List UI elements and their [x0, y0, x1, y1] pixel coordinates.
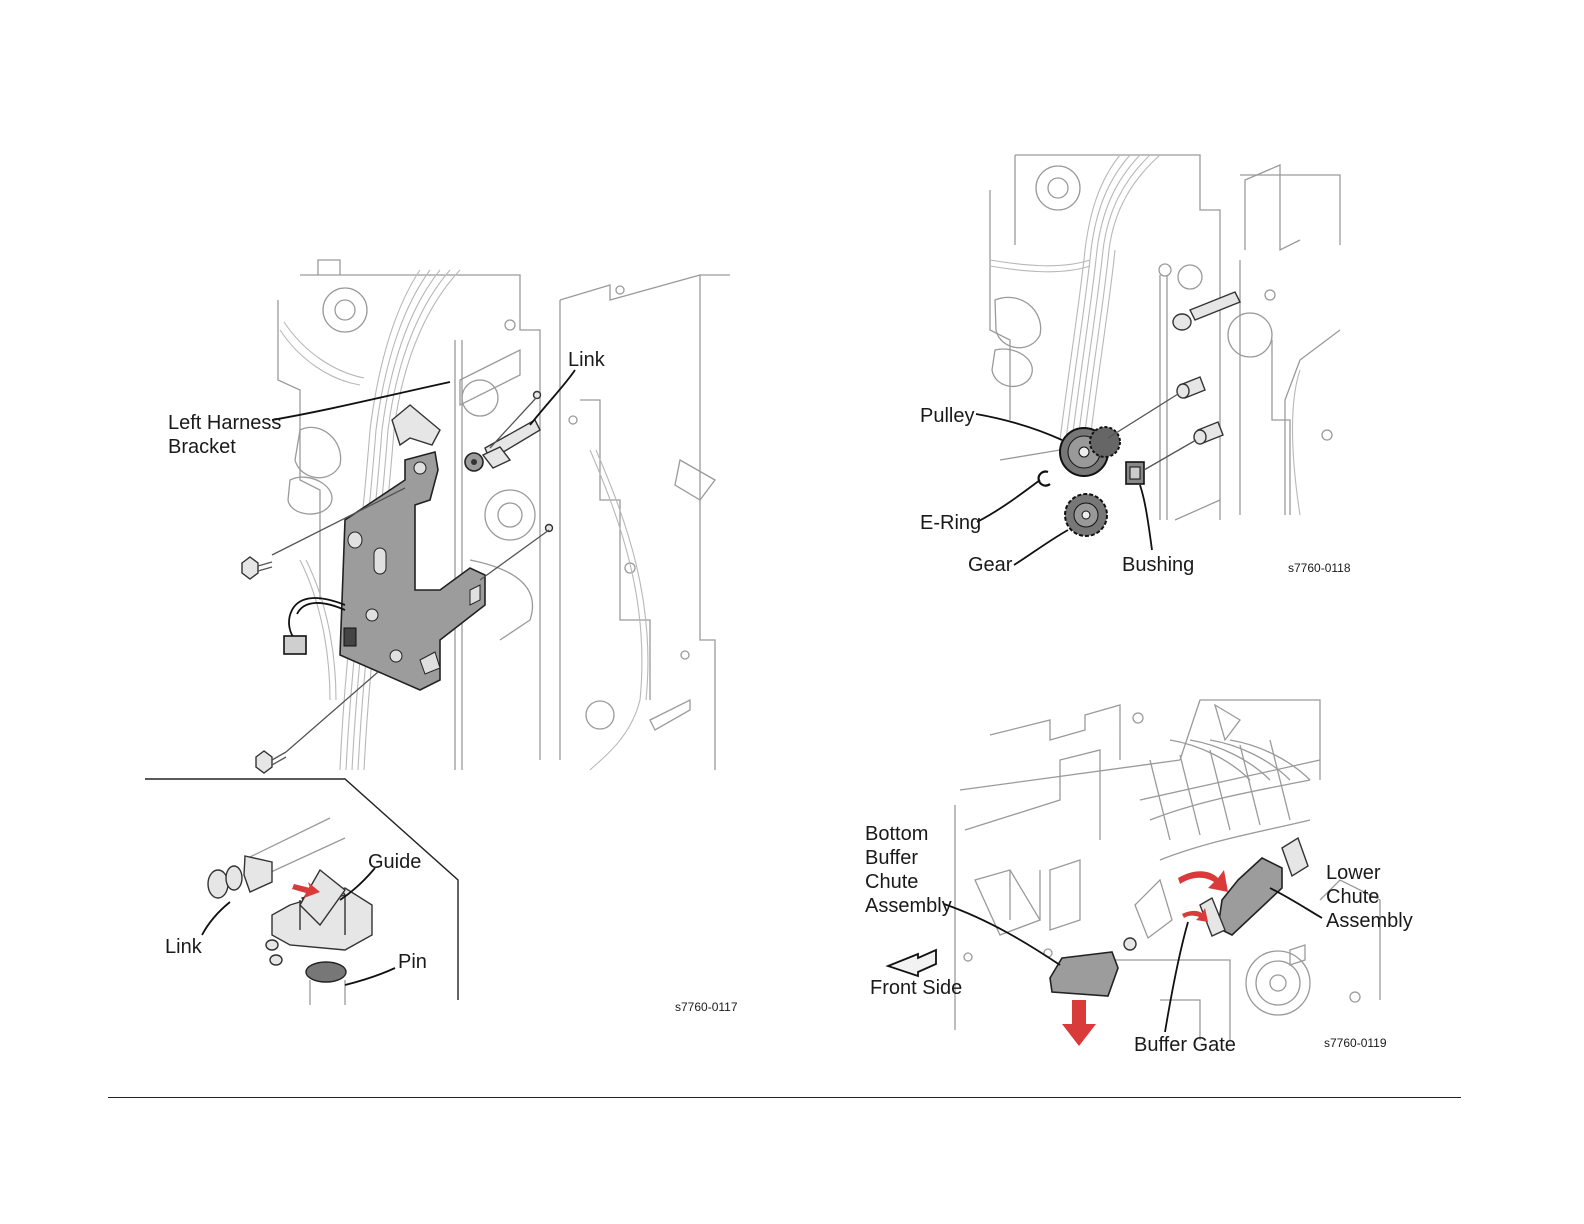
callout-bottom-buffer-3: Chute — [865, 871, 918, 893]
figure-number-0118: s7760-0118 — [1288, 561, 1351, 575]
figure-number-0119: s7760-0119 — [1324, 1036, 1387, 1050]
callout-buffer-gate: Buffer Gate — [1134, 1034, 1236, 1056]
callout-bottom-buffer-4: Assembly — [865, 895, 952, 917]
frame-line-art-left — [278, 260, 730, 770]
pin-dot-upper — [534, 392, 541, 399]
footer-rule — [108, 1097, 1461, 1098]
inset-detail — [208, 818, 372, 1005]
callout-front-side: Front Side — [870, 977, 962, 999]
shafts — [1173, 292, 1240, 444]
pulley — [1060, 427, 1120, 476]
rotate-arrow-upper — [1178, 870, 1228, 892]
pull-down-arrow — [1062, 1000, 1096, 1046]
frame-line-art-right-bottom — [955, 700, 1380, 1040]
callout-link-top: Link — [568, 349, 606, 371]
e-ring — [1039, 472, 1050, 486]
callout-bottom-buffer-1: Bottom — [865, 823, 928, 845]
link-shaft — [465, 420, 540, 471]
figure-s7760-0117 — [145, 260, 730, 1005]
front-side-arrow — [888, 950, 936, 976]
screw-lower — [256, 751, 286, 773]
callout-gear: Gear — [968, 554, 1013, 576]
figure-s7760-0118 — [976, 155, 1340, 565]
callout-lower-chute-1: Lower — [1326, 862, 1381, 884]
wire-harness-left — [280, 270, 648, 770]
callout-bottom-buffer-2: Buffer — [865, 847, 918, 869]
callout-lower-chute-2: Chute — [1326, 886, 1379, 908]
sensor-connector — [284, 636, 306, 654]
callout-e-ring: E-Ring — [920, 512, 981, 534]
frame-line-art-right-top — [990, 155, 1340, 520]
left-harness-bracket-shape — [392, 405, 440, 445]
bottom-buffer-chute-shape — [1050, 952, 1118, 996]
callout-link-inset: Link — [165, 936, 203, 958]
callout-bushing: Bushing — [1122, 554, 1194, 576]
callout-left-harness-bracket-2: Bracket — [168, 436, 236, 458]
callout-guide: Guide — [368, 851, 421, 873]
callout-left-harness-bracket-1: Left Harness — [168, 412, 281, 434]
bushing — [1126, 462, 1144, 484]
gear — [1065, 494, 1107, 536]
callout-pin: Pin — [398, 951, 427, 973]
callout-lower-chute-3: Assembly — [1326, 910, 1413, 932]
wire-harness-right-top — [990, 155, 1300, 515]
screw-upper — [242, 557, 272, 579]
fastener — [1124, 938, 1136, 950]
main-bracket — [340, 452, 485, 690]
callout-pulley: Pulley — [920, 405, 974, 427]
figure-number-0117: s7760-0117 — [675, 1000, 738, 1014]
rotate-arrow-lower — [1182, 908, 1208, 922]
